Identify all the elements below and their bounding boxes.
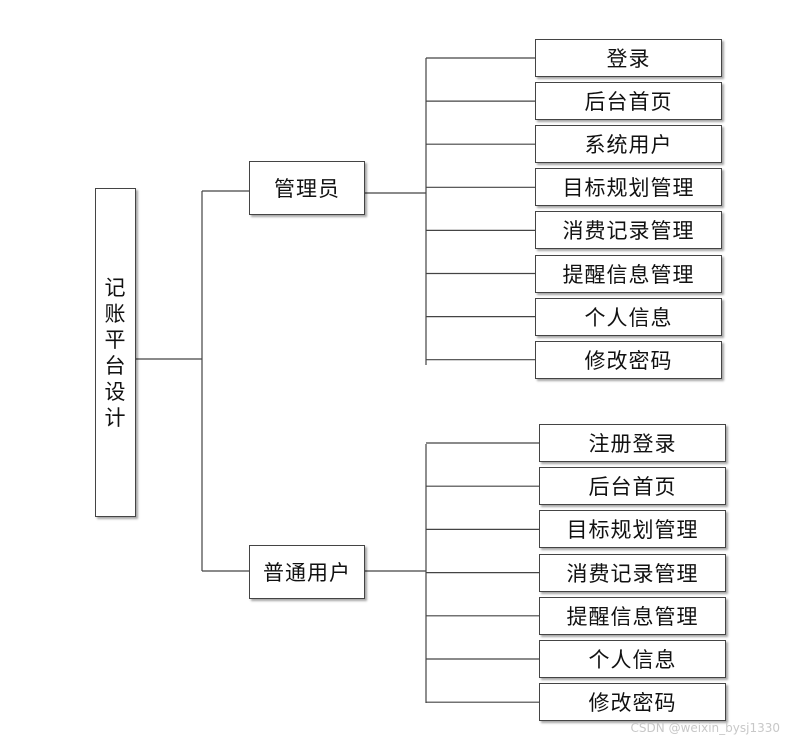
user-item-box: 消费记录管理 xyxy=(539,553,726,592)
root-node: 记 账 平 台 设 计 xyxy=(95,188,136,517)
root-char: 计 xyxy=(104,405,127,430)
admin-node: 管理员 xyxy=(249,161,365,215)
user-item-box: 注册登录 xyxy=(539,424,726,462)
user-leaf-connectors xyxy=(426,442,539,703)
user-item-box: 修改密码 xyxy=(539,683,726,722)
user-node: 普通用户 xyxy=(249,545,365,599)
root-char: 设 xyxy=(104,379,127,404)
admin-item-box: 个人信息 xyxy=(535,297,722,336)
user-item-box: 后台首页 xyxy=(539,467,726,506)
root-char: 账 xyxy=(104,301,127,326)
root-char: 记 xyxy=(104,275,127,300)
admin-item-box: 提醒信息管理 xyxy=(535,254,722,293)
admin-item-box: 消费记录管理 xyxy=(535,211,722,250)
admin-item-box: 登录 xyxy=(535,39,722,77)
admin-item-box: 系统用户 xyxy=(535,125,722,164)
root-char: 平 xyxy=(104,327,127,352)
root-char: 台 xyxy=(104,353,127,378)
admin-item-box: 目标规划管理 xyxy=(535,168,722,207)
user-item-box: 目标规划管理 xyxy=(539,510,726,549)
user-item-box: 个人信息 xyxy=(539,640,726,678)
admin-item-box: 后台首页 xyxy=(535,82,722,121)
user-item-box: 提醒信息管理 xyxy=(539,596,726,635)
admin-item-box: 修改密码 xyxy=(535,340,722,379)
admin-leaf-connectors xyxy=(426,57,535,361)
watermark: CSDN @weixin_bysj1330 xyxy=(630,721,780,735)
